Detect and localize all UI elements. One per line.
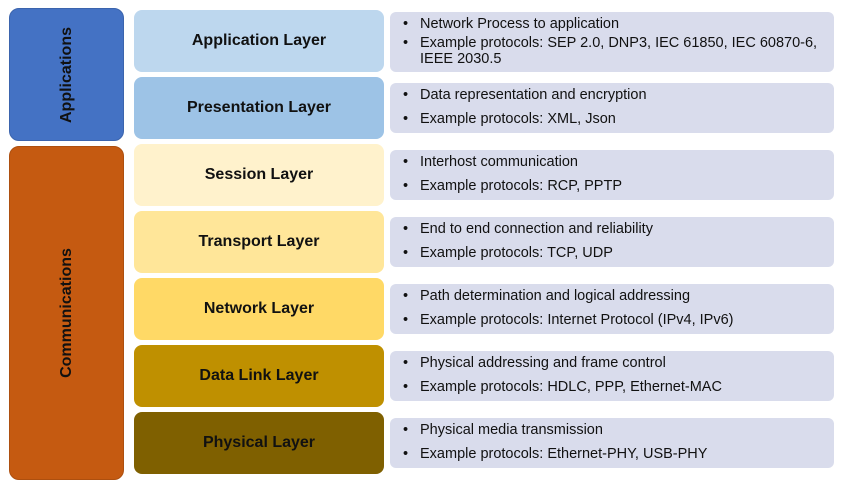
description-bullet: Example protocols: Internet Protocol (IP… <box>403 311 834 330</box>
presentation-layer-label: Presentation Layer <box>186 99 332 116</box>
transport-layer-label: Transport Layer <box>198 233 320 250</box>
transport-layer-box: Transport Layer <box>134 211 384 273</box>
application-layer-box: Application Layer <box>134 10 384 72</box>
physical-layer-box: Physical Layer <box>134 412 384 474</box>
network-layer-label: Network Layer <box>203 300 315 317</box>
description-bullet: Example protocols: RCP, PPTP <box>403 177 834 196</box>
description-bullet: Network Process to application <box>403 15 834 34</box>
transport-layer-description: End to end connection and reliability Ex… <box>390 217 834 267</box>
description-bullet: Data representation and encryption <box>403 86 834 105</box>
description-list: Physical media transmission Example prot… <box>390 418 834 464</box>
session-layer-label: Session Layer <box>204 166 314 183</box>
description-bullet: Example protocols: Ethernet-PHY, USB-PHY <box>403 445 834 464</box>
description-list: Network Process to application Example p… <box>390 12 834 67</box>
description-bullet: Example protocols: SEP 2.0, DNP3, IEC 61… <box>403 35 834 67</box>
description-bullet: Physical addressing and frame control <box>403 354 834 373</box>
description-list: End to end connection and reliability Ex… <box>390 217 834 263</box>
description-bullet: Example protocols: TCP, UDP <box>403 244 834 263</box>
description-bullet: Path determination and logical addressin… <box>403 287 834 306</box>
application-layer-description: Network Process to application Example p… <box>390 12 834 72</box>
session-layer-box: Session Layer <box>134 144 384 206</box>
physical-layer-description: Physical media transmission Example prot… <box>390 418 834 468</box>
description-list: Data representation and encryption Examp… <box>390 83 834 129</box>
communications-group-label: Communications <box>57 248 75 378</box>
network-layer-box: Network Layer <box>134 278 384 340</box>
description-bullet: Example protocols: HDLC, PPP, Ethernet-M… <box>403 378 834 397</box>
data-link-layer-label: Data Link Layer <box>199 367 319 384</box>
session-layer-description: Interhost communication Example protocol… <box>390 150 834 200</box>
communications-group-bar: Communications <box>9 146 124 480</box>
applications-group-bar: Applications <box>9 8 124 141</box>
description-bullet: Physical media transmission <box>403 421 834 440</box>
data-link-layer-description: Physical addressing and frame control Ex… <box>390 351 834 401</box>
presentation-layer-description: Data representation and encryption Examp… <box>390 83 834 133</box>
description-bullet: Interhost communication <box>403 153 834 172</box>
description-list: Interhost communication Example protocol… <box>390 150 834 196</box>
network-layer-description: Path determination and logical addressin… <box>390 284 834 334</box>
data-link-layer-box: Data Link Layer <box>134 345 384 407</box>
physical-layer-label: Physical Layer <box>202 434 316 451</box>
description-bullet: End to end connection and reliability <box>403 220 834 239</box>
description-list: Path determination and logical addressin… <box>390 284 834 330</box>
presentation-layer-box: Presentation Layer <box>134 77 384 139</box>
description-list: Physical addressing and frame control Ex… <box>390 351 834 397</box>
application-layer-label: Application Layer <box>191 32 327 49</box>
description-bullet: Example protocols: XML, Json <box>403 110 834 129</box>
applications-group-label: Applications <box>57 26 75 123</box>
